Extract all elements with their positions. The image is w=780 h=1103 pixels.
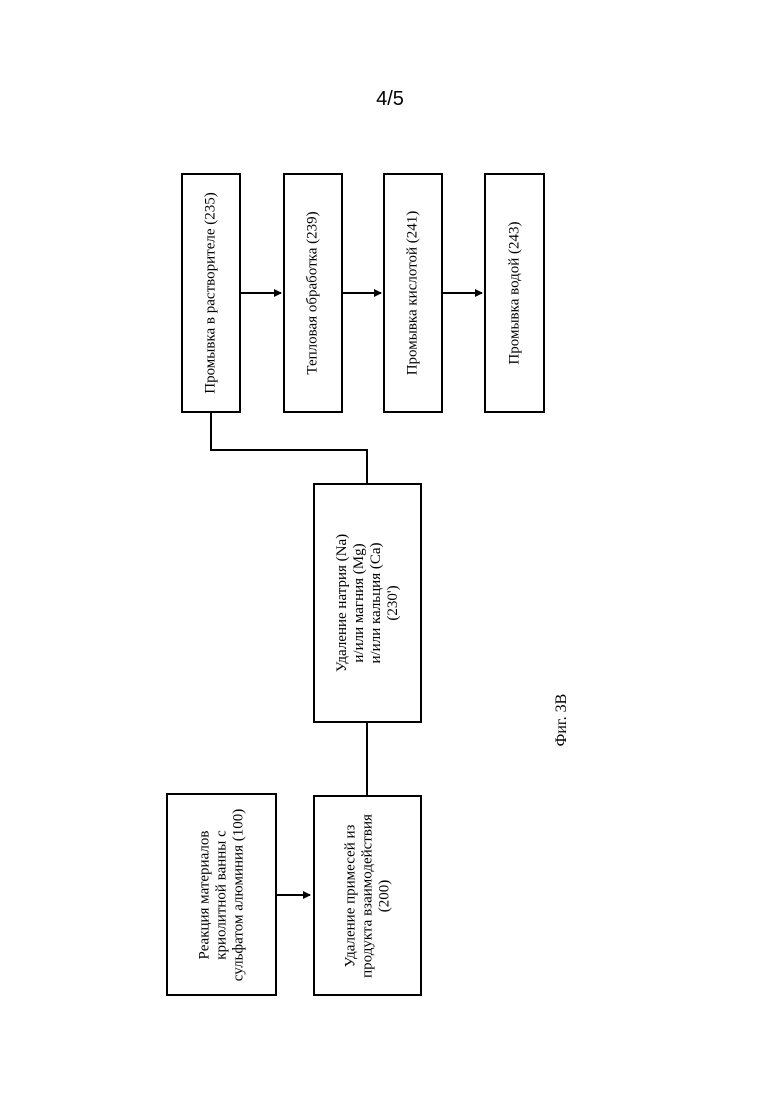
- box-step-200-line-3: (200): [376, 814, 393, 978]
- box-step-239-line-1: Тепловая обработка (239): [305, 211, 322, 374]
- box-step-241: Промывка кислотой (241): [383, 173, 443, 413]
- box-step-239: Тепловая обработка (239): [283, 173, 343, 413]
- box-step-100-label: Реакция материалов криолитной ванны с су…: [196, 808, 247, 980]
- box-step-200-line-2: продукта взаимодействия: [359, 814, 376, 978]
- box-step-243: Промывка водой (243): [484, 173, 545, 413]
- box-step-100-line-1: Реакция материалов: [196, 808, 213, 980]
- box-step-230-label: Удаление натрия (Na) и/или магния (Mg) и…: [334, 534, 402, 672]
- box-step-241-label: Промывка кислотой (241): [405, 211, 422, 376]
- box-step-230-line-2: и/или магния (Mg): [351, 534, 368, 672]
- box-step-230-line-1: Удаление натрия (Na): [334, 534, 351, 672]
- box-step-230: Удаление натрия (Na) и/или магния (Mg) и…: [313, 483, 422, 723]
- box-step-239-label: Тепловая обработка (239): [305, 211, 322, 374]
- box-step-200-line-1: Удаление примесей из: [342, 814, 359, 978]
- figure-caption: Фиг. 3В: [553, 694, 571, 747]
- box-step-100: Реакция материалов криолитной ванны с су…: [166, 793, 277, 996]
- box-step-235: Промывка в растворителе (235): [181, 173, 241, 413]
- box-step-200: Удаление примесей из продукта взаимодейс…: [313, 795, 422, 996]
- box-step-230-line-3: и/или кальция (Ca): [368, 534, 385, 672]
- box-step-235-line-1: Промывка в растворителе (235): [203, 192, 220, 393]
- box-step-241-line-1: Промывка кислотой (241): [405, 211, 422, 376]
- box-step-235-label: Промывка в растворителе (235): [203, 192, 220, 393]
- box-step-230-line-4: (230'): [385, 534, 402, 672]
- line-230-to-235: [211, 413, 367, 483]
- box-step-243-line-1: Промывка водой (243): [506, 221, 523, 364]
- box-step-100-line-3: сульфатом алюминия (100): [230, 808, 247, 980]
- box-step-200-label: Удаление примесей из продукта взаимодейс…: [342, 814, 393, 978]
- box-step-100-line-2: криолитной ванны с: [213, 808, 230, 980]
- box-step-243-label: Промывка водой (243): [506, 221, 523, 364]
